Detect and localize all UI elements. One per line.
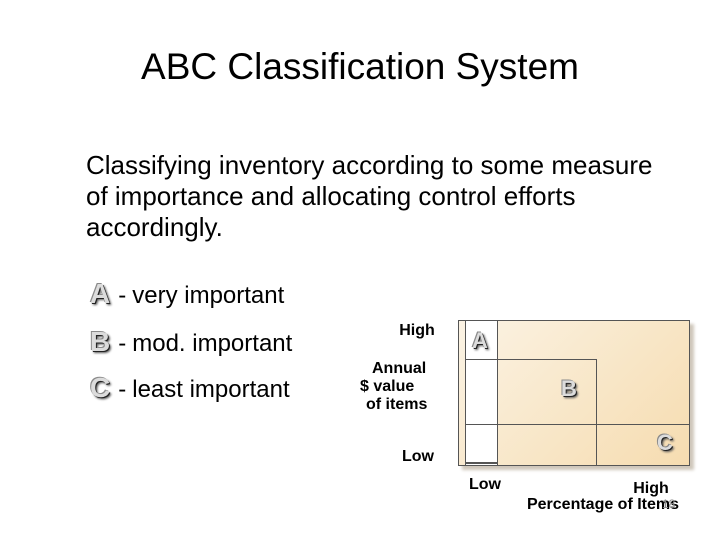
zone-b-label: B	[561, 376, 577, 401]
class-b-row: B-mod. important	[90, 326, 292, 358]
y-axis-high: High	[399, 322, 435, 339]
zone-c-outline	[465, 424, 690, 466]
slide-title: ABC Classification System	[141, 46, 579, 87]
y-axis-label: Annual $ value of items	[360, 360, 444, 414]
x-axis-low: Low	[469, 476, 501, 493]
class-c-desc: least important	[132, 376, 290, 403]
class-c-row: C-least important	[90, 372, 290, 404]
y-axis-label-line-2: $ value	[360, 378, 415, 395]
class-a-desc: very important	[132, 282, 285, 309]
x-axis-label: Percentage of Items	[526, 496, 680, 513]
class-a-dash: -	[118, 282, 127, 309]
class-b-letter: B	[90, 326, 111, 357]
y-axis-low: Low	[402, 448, 434, 465]
class-b-desc: mod. important	[132, 330, 293, 357]
baseline-mark	[465, 462, 498, 464]
page-number: 18	[662, 497, 676, 511]
class-c-letter: C	[90, 372, 111, 403]
y-axis-label-line-1: Annual	[372, 360, 427, 377]
class-a-letter: A	[90, 278, 111, 309]
class-b-dash: -	[118, 330, 127, 357]
zone-a-label: A	[472, 328, 488, 353]
class-a-row: A-very important	[90, 278, 284, 310]
y-axis-label-line-3: of items	[366, 396, 428, 413]
x-axis-high: High	[633, 480, 669, 497]
class-c-dash: -	[118, 376, 127, 403]
zone-c-label: C	[657, 430, 673, 455]
intro-text: Classifying inventory according to some …	[86, 150, 653, 242]
